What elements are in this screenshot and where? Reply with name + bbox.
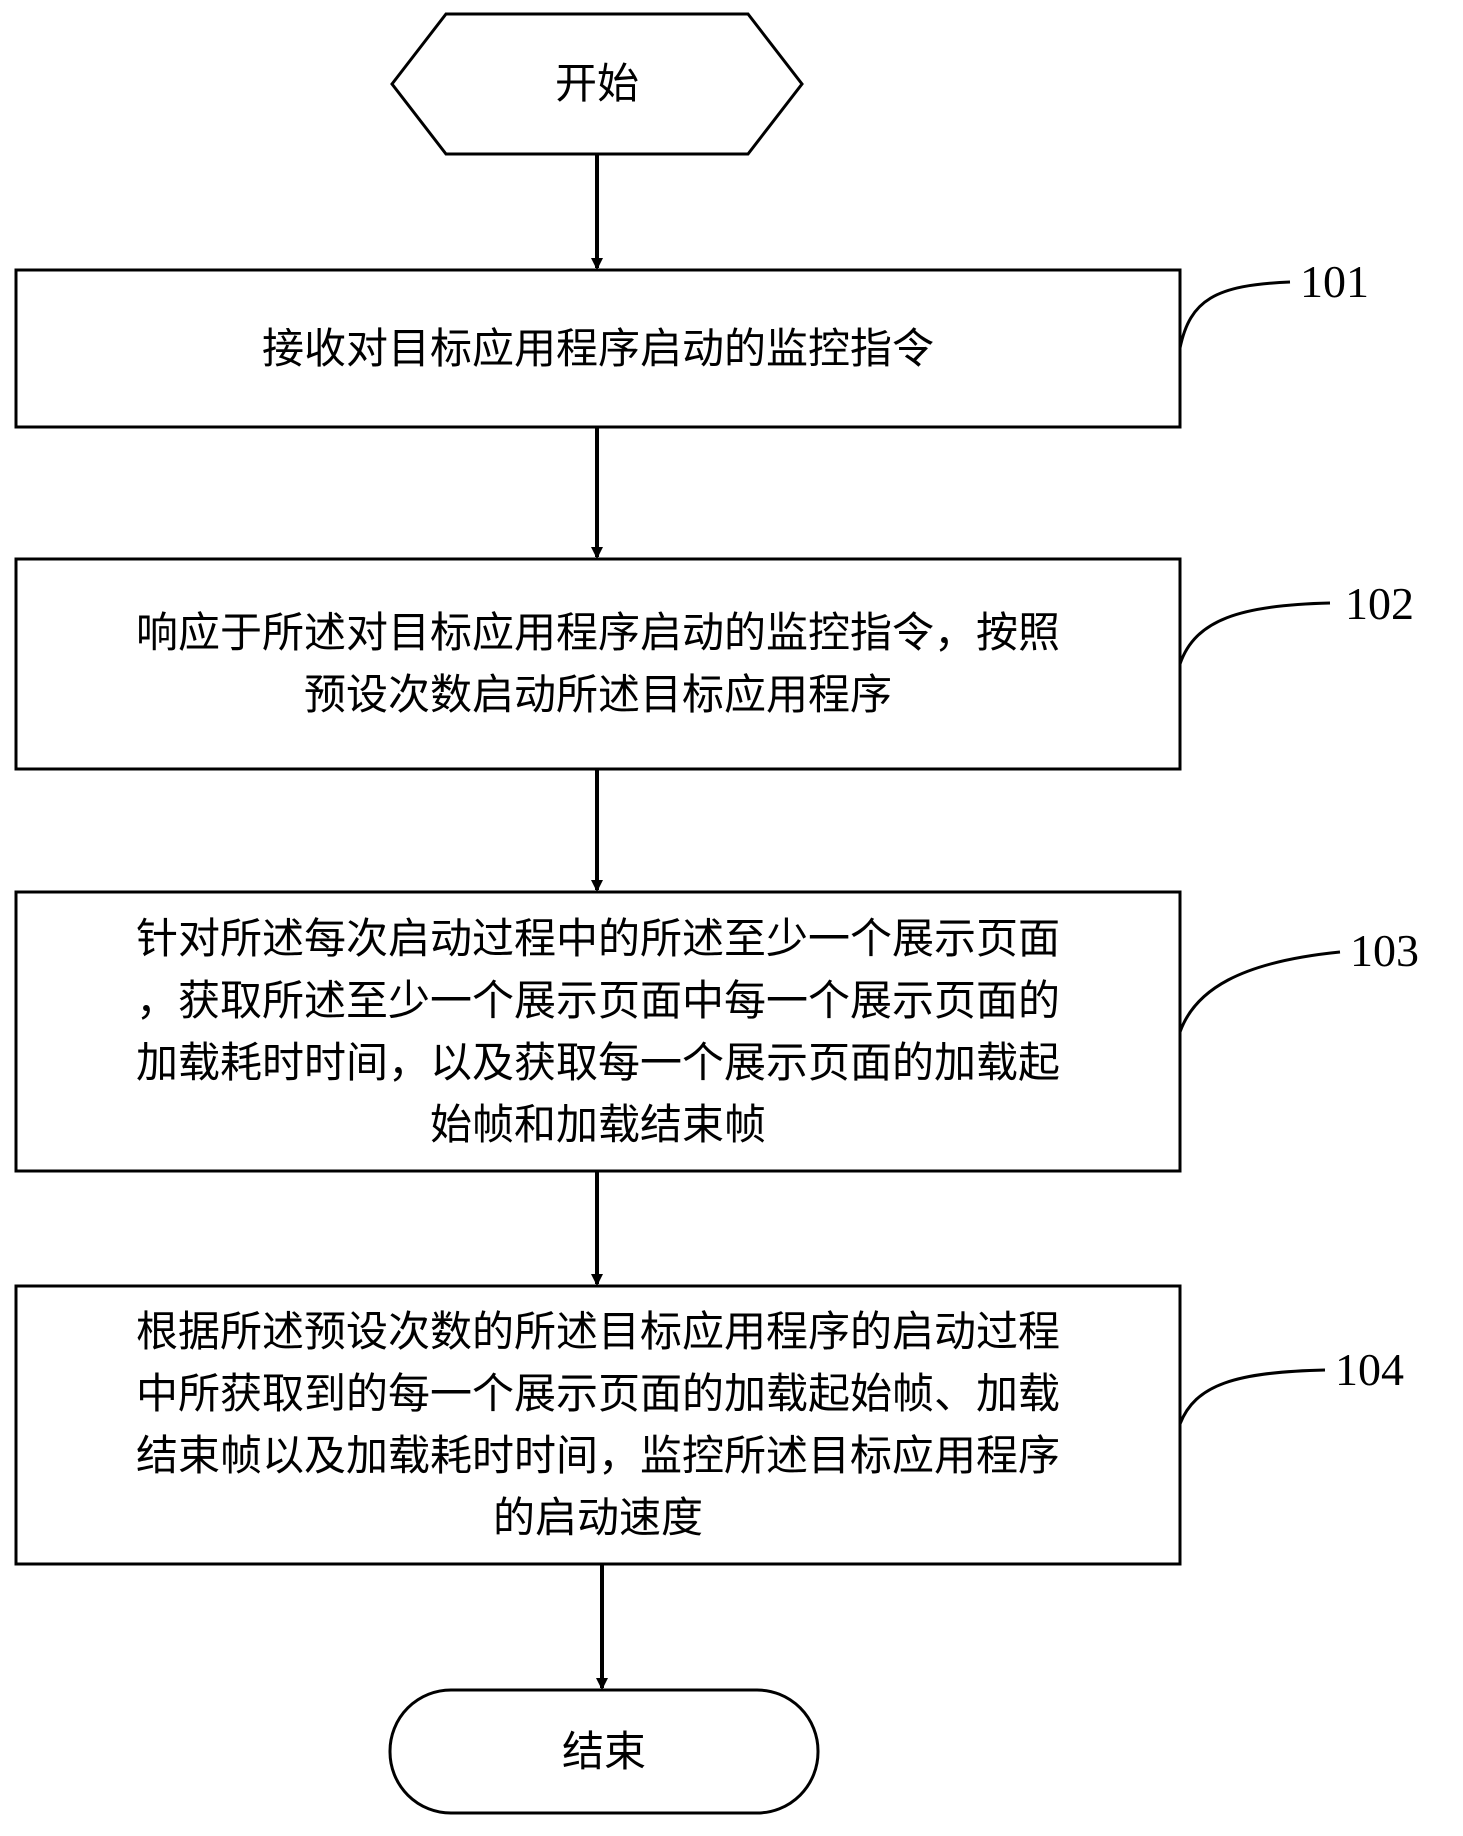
leader-103 [1178,950,1341,1033]
step-104-text: 根据所述预设次数的所述目标应用程序的启动过程 中所获取到的每一个展示页面的加载起… [16,1286,1180,1564]
step-104-line: 根据所述预设次数的所述目标应用程序的启动过程 [135,1307,1060,1356]
start-label: 开始 [554,59,639,108]
step-102-line: 预设次数启动所述目标应用程序 [303,670,892,719]
step-102-text: 响应于所述对目标应用程序启动的监控指令，按照 预设次数启动所述目标应用程序 [16,559,1180,769]
leader-104 [1178,1368,1326,1425]
step-103-line: ，获取所述至少一个展示页面中每一个展示页面的 [135,975,1060,1025]
leader-101 [1178,280,1291,349]
end-terminal-shape [388,1688,820,1815]
step-101-text: 接收对目标应用程序启动的监控指令 [16,270,1180,427]
step-104-number: 104 [1335,1344,1404,1395]
step-103-box [14,890,1182,1173]
step-104-line: 的启动速度 [492,1493,703,1542]
step-103-line: 始帧和加载结束帧 [429,1099,766,1149]
leader-102 [1178,601,1331,665]
step-103-number: 103 [1350,925,1419,976]
step-103-line: 加载耗时时间，以及获取每一个展示页面的加载起 [135,1037,1060,1087]
start-terminal-shape [390,12,804,156]
step-104-line: 中所获取到的每一个展示页面的加载起始帧、加载 [135,1369,1060,1418]
step-104-box [14,1284,1182,1566]
step-103-text: 针对所述每次启动过程中的所述至少一个展示页面 ，获取所述至少一个展示页面中每一个… [16,892,1180,1171]
step-103-line: 针对所述每次启动过程中的所述至少一个展示页面 [135,913,1060,963]
step-102-number: 102 [1345,578,1414,629]
step-104-line: 结束帧以及加载耗时时间，监控所述目标应用程序 [135,1431,1060,1480]
step-102-line: 响应于所述对目标应用程序启动的监控指令，按照 [135,608,1060,657]
end-label: 结束 [561,1726,646,1776]
step-101-number: 101 [1300,256,1369,307]
step-101-line: 接收对目标应用程序启动的监控指令 [261,323,934,373]
step-101-box [14,268,1182,429]
